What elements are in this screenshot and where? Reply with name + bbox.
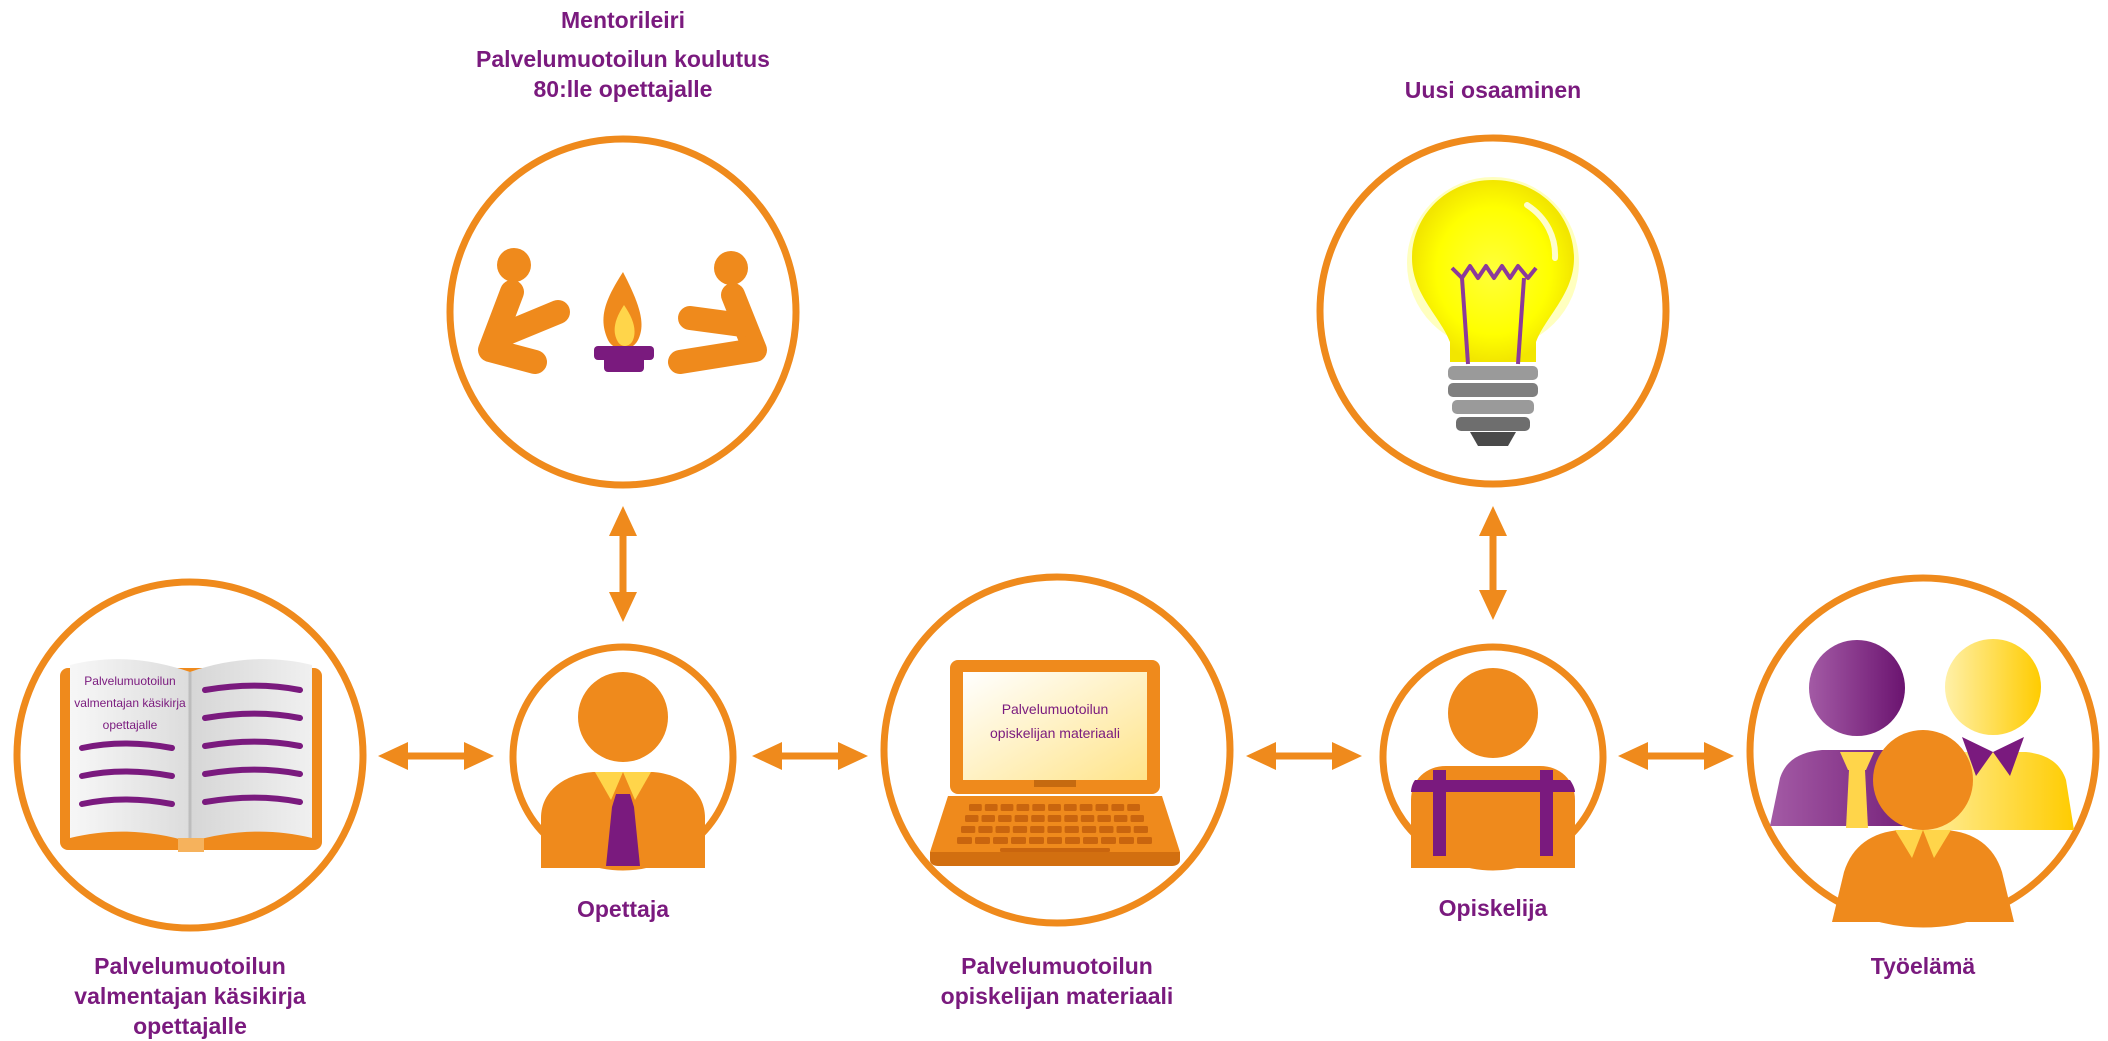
keyboard-key — [1095, 804, 1109, 811]
connection-arrows — [378, 506, 1734, 770]
label-line: Opiskelija — [1438, 895, 1548, 921]
keyboard-key — [1064, 826, 1079, 833]
teacher-icon — [541, 672, 705, 868]
keyboard-key — [1137, 837, 1152, 844]
label-line: 80:lle opettajalle — [533, 76, 713, 102]
keyboard-key — [1011, 837, 1026, 844]
people-group-icon — [1770, 639, 2074, 922]
label-line: valmentajan käsikirja — [74, 983, 306, 1009]
keyboard-key — [993, 837, 1008, 844]
keyboard-keys — [957, 804, 1152, 852]
mentor-camp-title: Mentorileiri — [423, 5, 823, 35]
arrow-teacher-mentor — [609, 506, 637, 622]
keyboard-key — [1083, 837, 1098, 844]
keyboard-key — [975, 837, 990, 844]
keyboard-key — [1119, 837, 1134, 844]
laptop-icon: Palvelumuotoilun opiskelijan materiaali — [930, 660, 1180, 866]
keyboard-key — [1012, 826, 1028, 833]
laptop-screen-text: opiskelijan materiaali — [990, 725, 1120, 741]
keyboard-key — [1133, 826, 1148, 833]
label-line: Palvelumuotoilun — [961, 953, 1153, 979]
open-book-icon: Palvelumuotoilun valmentajan käsikirja o… — [60, 659, 322, 852]
keyboard-key — [1113, 815, 1128, 822]
keyboard-key — [984, 804, 998, 811]
arrow-student-knowledge — [1479, 506, 1507, 620]
keyboard-key — [998, 815, 1012, 822]
node-working-life — [1746, 574, 2100, 928]
keyboard-key — [978, 826, 993, 833]
arrow-student-worklife — [1618, 742, 1734, 770]
keyboard-key — [1000, 804, 1014, 811]
keyboard-key — [961, 826, 976, 833]
label-line: Työelämä — [1870, 953, 1976, 979]
keyboard-spacebar — [1000, 848, 1110, 852]
light-bulb-icon — [1407, 177, 1579, 446]
keyboard-key — [1031, 815, 1045, 822]
keyboard-key — [1063, 804, 1077, 811]
keyboard-key — [1111, 804, 1125, 811]
arrow-handbook-teacher — [378, 742, 494, 770]
mentor-camp-label: Palvelumuotoilun koulutus 80:lle opettaj… — [423, 44, 823, 104]
book-cover-text: Palvelumuotoilun — [84, 674, 175, 688]
keyboard-key — [1099, 826, 1114, 833]
keyboard-key — [1097, 815, 1111, 822]
keyboard-key — [1081, 826, 1097, 833]
keyboard-key — [1016, 804, 1030, 811]
node-student — [1379, 643, 1607, 871]
keyboard-key — [1047, 826, 1062, 833]
label-line: opettajalle — [133, 1013, 247, 1039]
keyboard-key — [1014, 815, 1029, 822]
label-line: Uusi osaaminen — [1404, 77, 1582, 103]
keyboard-key — [957, 837, 972, 844]
book-cover-text: opettajalle — [103, 718, 158, 732]
keyboard-key — [1130, 815, 1144, 822]
arrow-teacher-material — [752, 742, 868, 770]
keyboard-key — [1047, 815, 1062, 822]
teacher-label: Opettaja — [503, 894, 743, 924]
keyboard-key — [981, 815, 995, 822]
node-material: Palvelumuotoilun opiskelijan materiaali — [880, 573, 1234, 927]
laptop-screen-text: Palvelumuotoilun — [1002, 701, 1109, 717]
label-line: Opettaja — [576, 896, 670, 922]
node-teacher — [509, 643, 737, 871]
keyboard-key — [1064, 815, 1078, 822]
keyboard-key — [995, 826, 1010, 833]
working-life-label: Työelämä — [1803, 951, 2043, 981]
arrow-material-student — [1246, 742, 1362, 770]
keyboard-key — [1032, 804, 1046, 811]
keyboard-key — [1079, 804, 1093, 811]
keyboard-key — [1065, 837, 1080, 844]
label-line: Palvelumuotoilun koulutus — [476, 46, 770, 72]
keyboard-key — [1029, 837, 1044, 844]
keyboard-key — [965, 815, 979, 822]
keyboard-key — [1127, 804, 1140, 811]
student-icon — [1411, 668, 1575, 868]
mentor-camp-title-text: Mentorileiri — [561, 7, 685, 33]
student-label: Opiskelija — [1373, 893, 1613, 923]
keyboard-key — [1101, 837, 1116, 844]
keyboard-key — [1030, 826, 1045, 833]
book-cover-text: valmentajan käsikirja — [74, 696, 186, 710]
keyboard-key — [1080, 815, 1095, 822]
keyboard-key — [969, 804, 982, 811]
keyboard-key — [1116, 826, 1131, 833]
label-line: opiskelijan materiaali — [940, 983, 1174, 1009]
keyboard-key — [1047, 837, 1062, 844]
new-knowledge-label: Uusi osaaminen — [1293, 75, 1693, 105]
handbook-label: Palvelumuotoilun valmentajan käsikirja o… — [20, 951, 360, 1041]
node-handbook: Palvelumuotoilun valmentajan käsikirja o… — [13, 578, 367, 932]
node-mentor-camp — [446, 135, 800, 489]
campfire-icon — [478, 248, 767, 374]
node-new-knowledge — [1316, 134, 1670, 488]
keyboard-key — [1048, 804, 1061, 811]
material-label: Palvelumuotoilun opiskelijan materiaali — [877, 951, 1237, 1011]
label-line: Palvelumuotoilun — [94, 953, 286, 979]
